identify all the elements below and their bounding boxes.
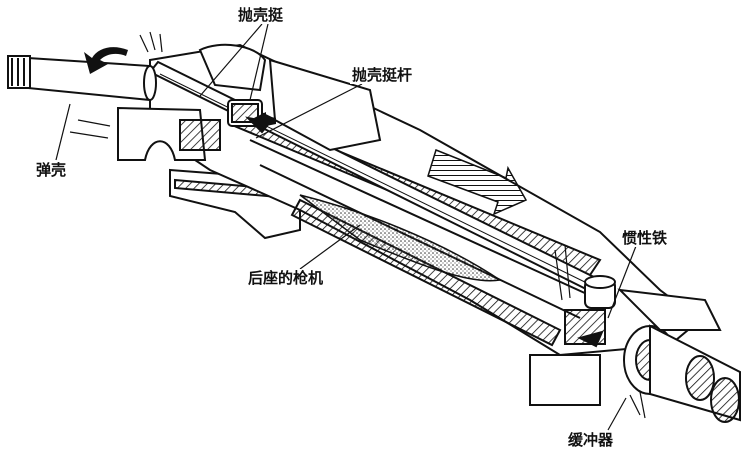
cartridge-case <box>7 55 157 102</box>
bolt-chamber <box>299 194 502 282</box>
label-buffer: 缓冲器 <box>566 431 616 449</box>
bolt-face-arrow-icon <box>254 112 276 130</box>
label-inertia-block: 惯性铁 <box>620 229 670 247</box>
leader-lines <box>55 23 637 431</box>
label-cartridge-case: 弹壳 <box>34 161 69 179</box>
motion-lines <box>69 31 646 419</box>
inertia-block <box>564 275 616 348</box>
label-ejector: 抛壳挺 <box>236 6 286 24</box>
eject-arrow-icon <box>84 47 128 74</box>
label-ejector-rod: 抛壳挺杆 <box>350 66 415 84</box>
label-recoiling-bolt: 后座的枪机 <box>246 269 326 287</box>
rear-housing <box>117 43 382 161</box>
buffer-assembly <box>529 288 741 423</box>
recoil-arrow-icon <box>427 149 528 216</box>
